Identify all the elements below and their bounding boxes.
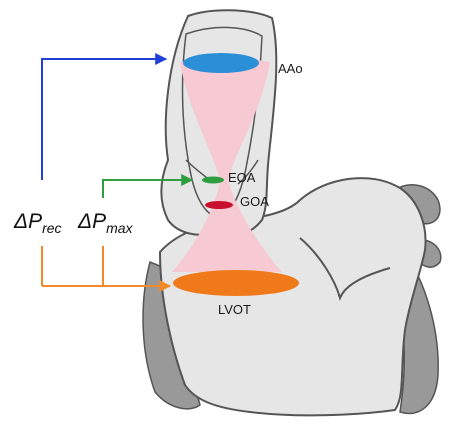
- aao-plane: [183, 53, 259, 73]
- lvot-label: LVOT: [218, 302, 251, 317]
- dp-max-symbol: ΔP: [77, 210, 106, 233]
- dp-rec-arrow: [42, 59, 166, 180]
- eoa-label: EOA: [228, 170, 256, 185]
- dp-max-label: ΔPmax: [77, 210, 134, 236]
- dp-rec-symbol: ΔP: [13, 210, 42, 233]
- eoa-plane: [202, 177, 224, 184]
- goa-label: GOA: [240, 194, 269, 209]
- dp-max-subscript: max: [106, 220, 133, 236]
- dp-rec-label: ΔPrec: [13, 210, 62, 236]
- goa-plane: [205, 201, 233, 209]
- aao-label: AAo: [278, 61, 303, 76]
- lvot-plane: [173, 270, 299, 296]
- dp-rec-subscript: rec: [42, 220, 61, 236]
